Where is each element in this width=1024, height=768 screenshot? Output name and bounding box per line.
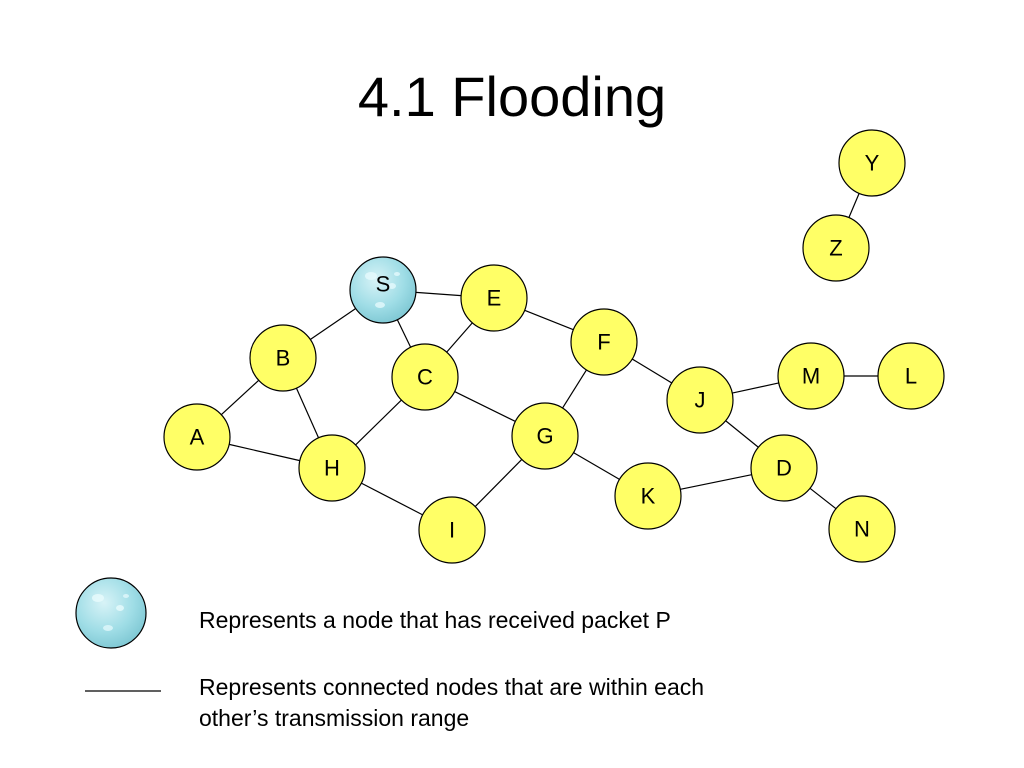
- edge-s-b: [309, 308, 357, 340]
- node-circle: [460, 264, 528, 332]
- slide-title: 4.1 Flooding: [357, 65, 667, 128]
- node-e: E: [460, 264, 528, 332]
- node-circle: [418, 496, 486, 564]
- node-label: F: [597, 330, 610, 355]
- legend-edge-text: Represents connected nodes that are with…: [199, 674, 705, 731]
- edge-d-n: [809, 487, 837, 510]
- edge-g-k: [573, 452, 620, 480]
- node-circle: [666, 366, 734, 434]
- node-circle: [163, 403, 231, 471]
- legend-received-node-icon: [75, 577, 147, 649]
- edge-e-f: [524, 309, 574, 331]
- node-m: M: [777, 342, 845, 410]
- edge-y-z: [848, 193, 860, 218]
- node-label: E: [487, 286, 502, 311]
- node-c: C: [391, 343, 459, 411]
- node-circle: [802, 214, 870, 282]
- node-label: C: [417, 365, 433, 390]
- node-g: G: [511, 402, 579, 470]
- edge-s-e: [415, 291, 462, 297]
- node-circle: [570, 308, 638, 376]
- node-circle: [511, 402, 579, 470]
- node-l: L: [877, 342, 945, 410]
- edges-layer: [220, 193, 878, 516]
- edge-e-c: [446, 322, 473, 353]
- node-circle: [838, 129, 906, 197]
- edge-f-j: [631, 358, 673, 384]
- node-label: N: [854, 517, 870, 542]
- node-label: K: [641, 484, 656, 509]
- edge-b-a: [220, 379, 260, 416]
- edge-j-d: [725, 420, 759, 448]
- node-z: Z: [802, 214, 870, 282]
- edge-h-i: [361, 482, 423, 516]
- edge-b-h: [295, 387, 320, 439]
- edge-c-h: [355, 399, 402, 446]
- node-h: H: [298, 434, 366, 502]
- node-n: N: [828, 495, 896, 563]
- node-label: S: [376, 272, 391, 297]
- nodes-layer: S E B C F A H G I K J M L D N Y Z: [163, 129, 945, 564]
- node-label: J: [695, 388, 706, 413]
- node-circle: [391, 343, 459, 411]
- node-label: Z: [829, 236, 842, 261]
- node-label: M: [802, 364, 820, 389]
- edge-s-c: [396, 319, 412, 348]
- edge-g-f: [562, 369, 587, 409]
- edge-a-h: [229, 443, 300, 462]
- droplet-highlight: [388, 283, 396, 289]
- node-circle: [828, 495, 896, 563]
- droplet-highlight: [394, 272, 400, 276]
- node-a: A: [163, 403, 231, 471]
- node-j: J: [666, 366, 734, 434]
- node-label: D: [776, 456, 792, 481]
- node-label: A: [190, 425, 205, 450]
- node-label: L: [905, 364, 917, 389]
- node-y: Y: [838, 129, 906, 197]
- edge-g-i: [474, 459, 523, 507]
- node-circle: [877, 342, 945, 410]
- node-circle: [614, 462, 682, 530]
- node-label: H: [324, 456, 340, 481]
- legend-received-text: Represents a node that has received pack…: [199, 607, 671, 633]
- node-d: D: [750, 434, 818, 502]
- node-label: B: [276, 346, 291, 371]
- node-label: I: [449, 518, 455, 543]
- droplet-highlight: [365, 272, 377, 280]
- node-circle: [298, 434, 366, 502]
- edge-j-m: [732, 382, 779, 394]
- node-s: S: [349, 256, 417, 324]
- node-label: Y: [865, 151, 880, 176]
- node-circle: [777, 342, 845, 410]
- node-circle: [249, 324, 317, 392]
- node-b: B: [249, 324, 317, 392]
- edge-k-d: [680, 474, 752, 490]
- node-f: F: [570, 308, 638, 376]
- node-circle: [750, 434, 818, 502]
- node-i: I: [418, 496, 486, 564]
- node-label: G: [536, 424, 553, 449]
- edge-c-g: [454, 391, 516, 422]
- node-k: K: [614, 462, 682, 530]
- droplet-highlight: [375, 302, 385, 308]
